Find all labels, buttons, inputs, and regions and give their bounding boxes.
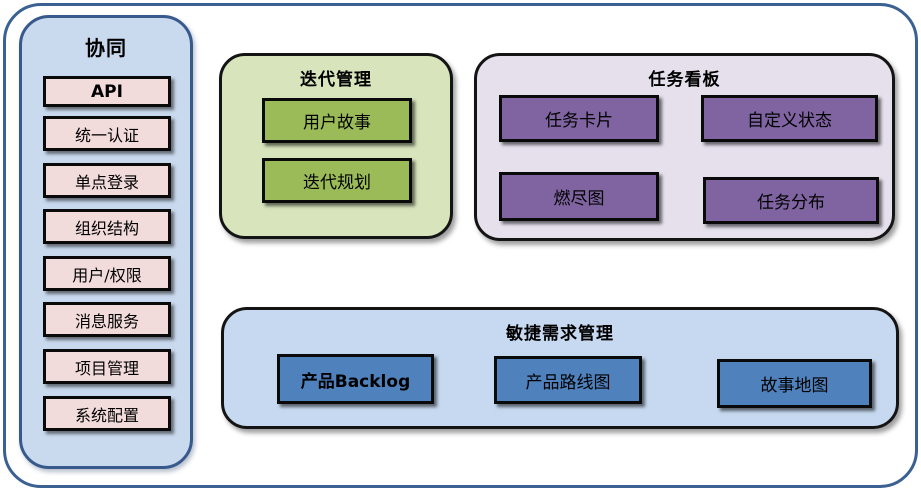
item-burndown-chart: 燃尽图 xyxy=(499,172,659,221)
task-kanban-panel: 任务看板 任务卡片 自定义状态 燃尽图 任务分布 xyxy=(474,53,895,241)
iteration-management-panel: 迭代管理 用户故事 迭代规划 xyxy=(219,53,453,239)
item-iteration-planning: 迭代规划 xyxy=(262,158,412,203)
item-product-roadmap: 产品路线图 xyxy=(494,356,642,404)
outer-frame: 协同 API 统一认证 单点登录 组织结构 用户/权限 消息服务 项目管理 系统… xyxy=(3,3,918,488)
sidebar-item-system-config: 系统配置 xyxy=(43,396,171,431)
sidebar-item-message-service: 消息服务 xyxy=(43,302,171,337)
item-task-distribution: 任务分布 xyxy=(703,177,879,224)
sidebar-item-user-permissions: 用户/权限 xyxy=(43,256,171,291)
item-custom-status: 自定义状态 xyxy=(701,95,878,142)
item-story-map: 故事地图 xyxy=(717,359,872,408)
sidebar-item-api: API xyxy=(43,76,171,107)
sidebar-item-unified-auth: 统一认证 xyxy=(43,116,171,151)
item-product-backlog: 产品Backlog xyxy=(277,354,434,404)
item-user-story: 用户故事 xyxy=(262,98,412,143)
item-task-card: 任务卡片 xyxy=(499,95,659,142)
iteration-management-title: 迭代管理 xyxy=(300,70,372,90)
collaboration-panel-title: 协同 xyxy=(85,36,127,60)
sidebar-item-project-management: 项目管理 xyxy=(43,349,171,384)
sidebar-item-org-structure: 组织结构 xyxy=(43,209,171,244)
agile-requirements-title: 敏捷需求管理 xyxy=(506,324,614,344)
task-kanban-title: 任务看板 xyxy=(648,70,721,90)
collaboration-panel: 协同 API 统一认证 单点登录 组织结构 用户/权限 消息服务 项目管理 系统… xyxy=(19,15,193,469)
agile-requirements-panel: 敏捷需求管理 产品Backlog 产品路线图 故事地图 xyxy=(221,307,899,429)
sidebar-item-sso: 单点登录 xyxy=(43,163,171,198)
